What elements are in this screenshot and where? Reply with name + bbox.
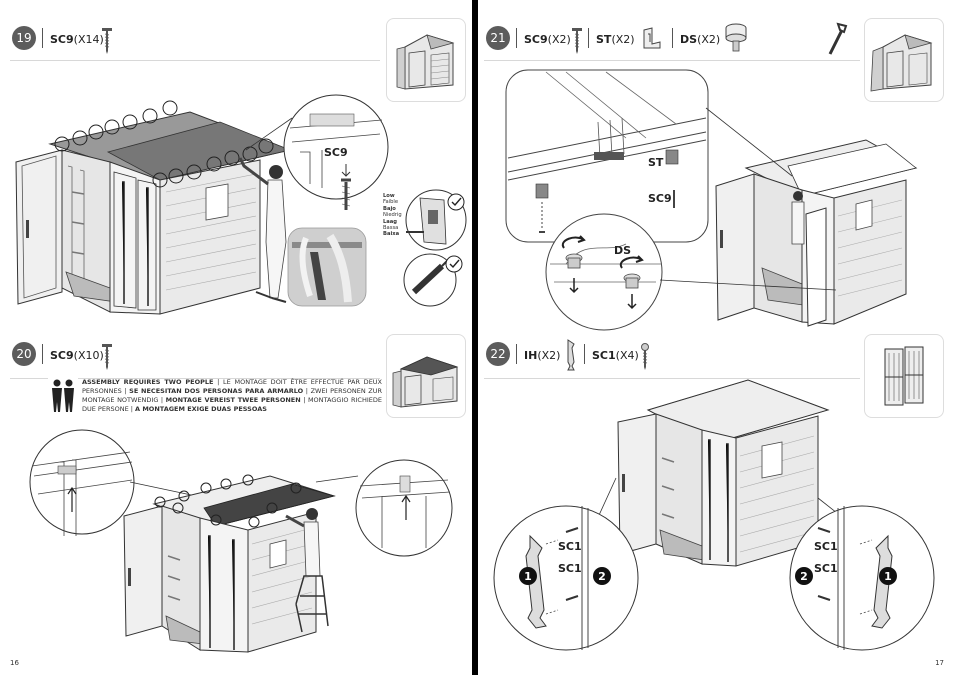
part-qty: (X4) bbox=[615, 349, 639, 362]
step-badge-2: 2 bbox=[598, 570, 606, 583]
shed-thumbnail bbox=[386, 18, 466, 102]
callout-sc1-label: SC1 bbox=[558, 562, 582, 575]
screw-icon bbox=[572, 28, 582, 54]
handle-icon bbox=[567, 339, 575, 371]
step-21-number: 21 bbox=[486, 26, 510, 50]
right-page: 21 SC9(X2) ST(X2) DS(X2) bbox=[478, 0, 954, 675]
divider bbox=[588, 28, 589, 48]
callout-sc9-label: SC9 bbox=[324, 146, 348, 159]
separator: | bbox=[158, 396, 166, 404]
step-badge-2: 2 bbox=[800, 570, 808, 583]
callout-ds-label: DS bbox=[614, 244, 631, 257]
part-code: SC9 bbox=[50, 33, 74, 46]
torque-level: Baixa bbox=[383, 231, 400, 238]
screw-icon bbox=[102, 28, 112, 54]
step-19-number: 19 bbox=[12, 26, 36, 50]
divider bbox=[42, 28, 43, 48]
warning-text: A MONTAGEM EXIGE DUAS PESSOAS bbox=[135, 405, 267, 413]
part-qty: (X14) bbox=[73, 33, 104, 46]
part-st: ST(X2) bbox=[596, 33, 635, 46]
step-badge-1: 1 bbox=[884, 570, 892, 583]
two-people-warning: ASSEMBLY REQUIRES TWO PEOPLE | LE MONTAG… bbox=[82, 378, 382, 414]
screw-icon bbox=[641, 343, 649, 370]
torque-level: Bajo bbox=[383, 205, 396, 212]
divider bbox=[42, 344, 43, 364]
part-ih: IH(X2) bbox=[524, 349, 560, 362]
divider bbox=[672, 28, 673, 48]
two-people-icon bbox=[48, 378, 78, 412]
separator: | bbox=[121, 387, 130, 395]
step-22-illustration: SC1 SC1 1 2 SC1 SC1 2 1 bbox=[493, 379, 935, 651]
warning-text: MONTAGE VEREIST TWEE PERSONEN bbox=[165, 396, 301, 404]
left-page: 19 SC9(X14) bbox=[0, 0, 472, 675]
step-21-illustration: ST SC9 DS bbox=[505, 69, 918, 331]
torque-level: Laag bbox=[383, 218, 398, 225]
part-code: IH bbox=[524, 349, 538, 362]
callout-sc1-label: SC1 bbox=[814, 540, 838, 553]
callout-sc9-label: SC9 bbox=[648, 192, 672, 205]
step-20-illustration bbox=[29, 429, 453, 653]
part-sc9: SC9(X2) bbox=[524, 33, 571, 46]
part-code: SC1 bbox=[592, 349, 616, 362]
warning-text: ZWEI PERSONEN ZUR MONTAGE NOTWENDIG bbox=[82, 387, 383, 404]
part-ds: DS(X2) bbox=[680, 33, 720, 46]
part-sc9: SC9(X14) bbox=[50, 33, 104, 46]
separator: | bbox=[303, 387, 311, 395]
shed-thumbnail bbox=[864, 18, 944, 102]
page-number: 17 bbox=[935, 659, 944, 667]
step-badge-1: 1 bbox=[524, 570, 532, 583]
wrench-icon bbox=[828, 22, 848, 55]
part-code: SC9 bbox=[524, 33, 548, 46]
divider bbox=[516, 28, 517, 48]
part-qty: (X2) bbox=[537, 349, 561, 362]
step-20-header: 20 SC9(X10) bbox=[10, 332, 380, 379]
part-sc1: SC1(X4) bbox=[592, 349, 639, 362]
page-number: 16 bbox=[10, 659, 19, 667]
step-22-header: 22 IH(X2) SC1(X4) bbox=[484, 332, 860, 379]
callout-sc1-label: SC1 bbox=[814, 562, 838, 575]
shed-thumbnail bbox=[386, 334, 466, 418]
part-sc9: SC9(X10) bbox=[50, 349, 104, 362]
part-qty: (X10) bbox=[73, 349, 104, 362]
divider bbox=[584, 344, 585, 364]
part-code: SC9 bbox=[50, 349, 74, 362]
screw-icon bbox=[102, 344, 112, 370]
callout-st-label: ST bbox=[648, 156, 664, 169]
bracket-icon bbox=[643, 27, 661, 49]
step-20-number: 20 bbox=[12, 342, 36, 366]
torque-level: Low bbox=[383, 193, 395, 199]
part-qty: (X2) bbox=[697, 33, 721, 46]
step-22-number: 22 bbox=[486, 342, 510, 366]
step-19-illustration: SC9 bbox=[15, 94, 467, 315]
divider bbox=[516, 344, 517, 364]
callout-sc1-label: SC1 bbox=[558, 540, 582, 553]
step-21-header: 21 SC9(X2) ST(X2) DS(X2) bbox=[484, 14, 860, 61]
step-19-header: 19 SC9(X14) bbox=[10, 14, 380, 61]
warning-text: MONTAGGIO RICHIEDE DUE PERSONE bbox=[82, 396, 382, 413]
torque-level: Niedrig bbox=[383, 212, 402, 219]
part-qty: (X2) bbox=[547, 33, 571, 46]
warning-text: LE MONTAGE DOIT ÊTRE EFFECTUÉ PAR DEUX P… bbox=[82, 378, 383, 395]
torque-level: Bassa bbox=[383, 225, 399, 232]
part-code: DS bbox=[680, 33, 698, 46]
part-qty: (X2) bbox=[611, 33, 635, 46]
part-code: ST bbox=[596, 33, 612, 46]
torque-levels: Low Faible Bajo Niedrig Laag Bassa Baixa bbox=[383, 193, 402, 238]
separator: | bbox=[213, 378, 224, 386]
separator: | bbox=[300, 396, 308, 404]
doors-thumbnail bbox=[864, 334, 944, 418]
warning-text: SE NECESITAN DOS PERSONAS PARA ARMARLO bbox=[129, 387, 304, 395]
warning-text: ASSEMBLY REQUIRES TWO PEOPLE bbox=[82, 378, 214, 386]
door-stopper-icon bbox=[725, 23, 747, 52]
separator: | bbox=[128, 405, 136, 413]
torque-level: Faible bbox=[383, 199, 399, 206]
